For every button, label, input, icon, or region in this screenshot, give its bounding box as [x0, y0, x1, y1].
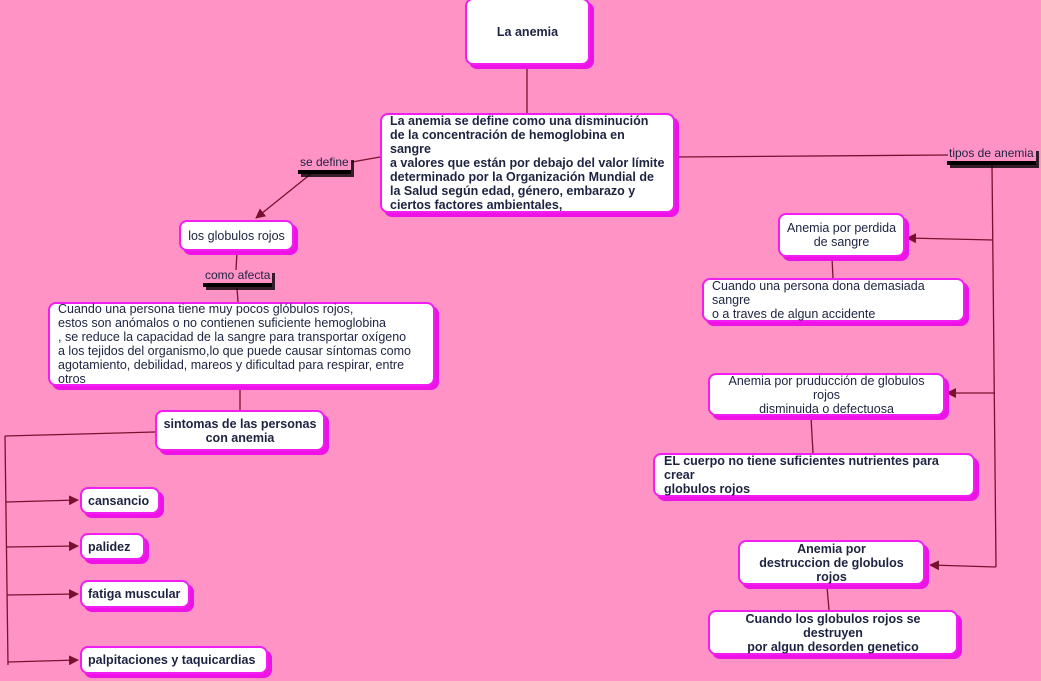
- link-globulos-comoafecta: [235, 251, 238, 271]
- node-efecto[interactable]: Cuando una persona tiene muy pocos glóbu…: [48, 302, 435, 386]
- node-fatiga-muscular[interactable]: fatiga muscular: [80, 580, 190, 608]
- link-label-como-afecta[interactable]: como afecta: [203, 268, 273, 287]
- se-define-text: se define: [300, 155, 349, 169]
- node-anemia-produccion[interactable]: Anemia por pruducción de globulos rojos …: [708, 373, 945, 416]
- node-definicion[interactable]: La anemia se define como una disminución…: [380, 113, 675, 213]
- node-anemia-destruccion[interactable]: Anemia por destruccion de globulos rojos: [738, 540, 925, 585]
- link-definition-sedefine: [351, 156, 381, 163]
- node-perdida-descripcion[interactable]: Cuando una persona dona demasiada sangre…: [702, 278, 965, 322]
- node-anemia-perdida[interactable]: Anemia por perdida de sangre: [778, 213, 905, 257]
- node-globulos-rojos[interactable]: los globulos rojos: [179, 220, 294, 251]
- link-sedefine-globulos: [255, 172, 313, 219]
- node-palidez[interactable]: palidez: [80, 533, 145, 560]
- node-destruccion-descripcion[interactable]: Cuando los globulos rojos se destruyen p…: [708, 610, 958, 655]
- node-la-anemia[interactable]: La anemia: [465, 0, 590, 65]
- como-afecta-text: como afecta: [205, 268, 271, 282]
- node-produccion-descripcion[interactable]: EL cuerpo no tiene suficientes nutriente…: [653, 453, 975, 497]
- node-cansancio[interactable]: cansancio: [80, 487, 160, 514]
- node-palpitaciones[interactable]: palpitaciones y taquicardias: [80, 646, 268, 674]
- link-label-tipos-de-anemia[interactable]: tipos de anemia: [947, 146, 1036, 165]
- link-trunk-right: [991, 164, 997, 568]
- node-sintomas[interactable]: sintomas de las personas con anemia: [155, 410, 325, 451]
- link-label-se-define[interactable]: se define: [298, 155, 351, 174]
- link-comoafecta-efecto: [236, 287, 239, 303]
- link-sintomas-left: [4, 431, 156, 437]
- link-definition-tipos: [674, 154, 949, 158]
- tipos-text: tipos de anemia: [949, 146, 1034, 160]
- link-trunk-left: [4, 435, 9, 666]
